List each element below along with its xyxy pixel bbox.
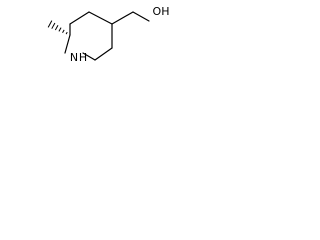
hydroxyl-label: OH	[153, 5, 170, 18]
bond-n1-c2	[64, 34, 71, 54]
nitrogen-label: N	[70, 51, 78, 64]
bond-c6-n1	[82, 52, 96, 61]
hash-line	[58, 27, 62, 32]
bond-ch2-o	[132, 11, 150, 22]
hash-line	[62, 29, 65, 34]
hash-line	[51, 22, 56, 29]
bond-c3-c4	[88, 11, 113, 25]
hash-line	[65, 31, 68, 35]
bond-c5-ch2	[111, 11, 134, 25]
bond-c5-c6	[94, 47, 113, 61]
bond-c2-c3	[69, 11, 90, 25]
hash-line	[54, 25, 59, 31]
hash-line	[47, 20, 53, 28]
structure-canvas: N H OH	[0, 0, 187, 72]
nitrogen-hydrogen-label: H	[79, 51, 87, 64]
skeletal-formula: N H OH	[47, 5, 170, 64]
stereo-hashed-wedge-bond	[47, 20, 68, 35]
